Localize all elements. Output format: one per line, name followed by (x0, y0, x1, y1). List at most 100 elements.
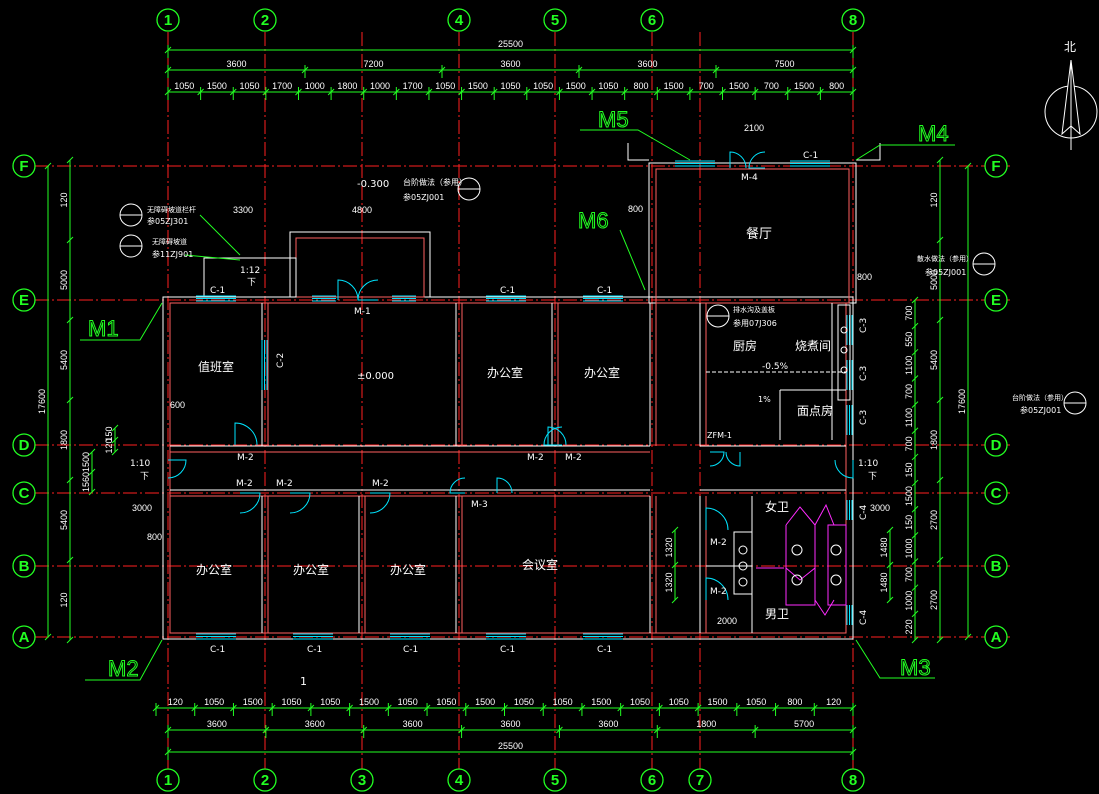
dim-value: 120 (826, 697, 841, 707)
axis-bubble-left-C: C (12, 481, 36, 505)
svg-text:3: 3 (358, 772, 366, 789)
terrace-note: 台阶做法（参用） (403, 177, 467, 187)
svg-text:A: A (19, 629, 30, 646)
axis-bubble-bottom-6: 6 (640, 768, 664, 792)
dim-value: 1100 (904, 356, 914, 375)
win-c4-2: C-4 (859, 609, 869, 625)
dim-value: 1050 (436, 697, 456, 707)
svg-text:D: D (991, 437, 1002, 454)
dim-value: 3600 (500, 59, 520, 69)
dim-value: 5000 (59, 270, 69, 290)
dim-value: 220 (904, 619, 914, 634)
dim-value: 120 (104, 438, 114, 453)
door-m4-label: M-4 (741, 173, 758, 183)
svg-text:7: 7 (696, 772, 704, 789)
axis-bubble-top-8: 8 (841, 8, 865, 32)
dim-800-top: 800 (628, 204, 643, 214)
dim-value: 120 (929, 192, 939, 207)
section-mark: 1 (300, 675, 307, 688)
door-zfm-label: ZFM-1 (707, 431, 732, 440)
axis-bubble-right-C: C (984, 481, 1008, 505)
dim-3000-left: 3000 (132, 503, 152, 513)
dim-value: 25500 (498, 741, 523, 751)
dim-value: 1000 (904, 591, 914, 611)
dim-value: 120 (59, 592, 69, 607)
axis-bubble-left-D: D (12, 433, 36, 457)
dim-value: 1050 (320, 697, 340, 707)
dim-value: 3600 (305, 719, 325, 729)
toilet-fixtures (756, 503, 847, 616)
win-c1-8: C-1 (500, 645, 515, 655)
north-arrow: 北 (1044, 40, 1098, 150)
kitchen-ref: 参用07J306 (733, 318, 777, 328)
dim-3300: 3300 (233, 205, 253, 215)
dim-value: 700 (699, 81, 714, 91)
dim-bottom-total: 25500 (164, 741, 857, 760)
axis-bubble-left-A: A (12, 625, 36, 649)
dim-value: 1050 (514, 697, 534, 707)
dim-value: 1500 (566, 81, 586, 91)
win-c3-2: C-3 (859, 366, 869, 381)
win-c3-1: C-3 (859, 318, 869, 333)
minus-level: -0.300 (357, 179, 389, 190)
axis-bubble-bottom-3: 3 (350, 768, 374, 792)
svg-text:6: 6 (648, 12, 656, 29)
room-office-3: 办公室 (196, 562, 232, 577)
room-office-2: 办公室 (584, 365, 620, 380)
win-c1-6: C-1 (307, 645, 322, 655)
step-down-right: 下 (868, 472, 877, 482)
svg-text:5: 5 (551, 12, 559, 29)
tag-m2: M2 (108, 656, 139, 681)
door-m2-label-2: M-2 (527, 453, 544, 463)
dim-600: 600 (170, 400, 185, 410)
svg-text:5: 5 (551, 772, 559, 789)
dim-value: 7500 (774, 59, 794, 69)
dim-value: 1500 (904, 486, 914, 506)
door-m3-label: M-3 (471, 500, 488, 510)
dim-value: 3600 (403, 719, 423, 729)
dim-value: 25500 (498, 39, 523, 49)
room-office-4: 办公室 (293, 562, 329, 577)
svg-text:1: 1 (164, 12, 172, 29)
door-m2-label-3: M-2 (565, 453, 582, 463)
lobby-level: ±0.000 (357, 371, 394, 382)
door-m2-label-8: M-2 (710, 587, 727, 597)
dim-value: 1800 (337, 81, 357, 91)
dim-value: 1050 (533, 81, 553, 91)
sink-fixtures (733, 304, 851, 595)
dim-value: 1800 (696, 719, 716, 729)
svg-text:B: B (19, 558, 30, 575)
dim-value: 1500 (475, 697, 495, 707)
dim-value: 1500 (81, 452, 91, 472)
dim-value: 150 (904, 515, 914, 530)
axis-bubble-bottom-4: 4 (447, 768, 471, 792)
tag-m4: M4 (918, 121, 949, 146)
svg-text:C: C (19, 485, 30, 502)
railing-ref: 参05ZJ301 (147, 216, 188, 226)
detail-bubbles (119, 177, 1087, 415)
dim-value: 1050 (553, 697, 573, 707)
dim-left-total: 17600 (37, 162, 52, 641)
svg-text:B: B (991, 558, 1002, 575)
annotations: -0.300 台阶做法（参用） 参05ZJ001 无障碍坡道栏杆 参05ZJ30… (130, 123, 1068, 688)
axis-bubble-right-F: F (984, 154, 1008, 178)
dim-value: 3600 (226, 59, 246, 69)
dim-value: 700 (904, 306, 914, 321)
step-ratio-right: 1:10 (858, 459, 878, 469)
svg-text:E: E (19, 292, 29, 309)
win-c1-4: C-1 (803, 151, 818, 161)
dim-value: 1050 (174, 81, 194, 91)
room-male-wc: 男卫 (765, 607, 789, 621)
room-labels: 值班室 ±0.000 办公室 办公室 办公室 办公室 办公室 会议室 厨房 烧煮… (196, 226, 833, 621)
door-swings (167, 151, 854, 601)
axis-bubble-bottom-5: 5 (543, 768, 567, 792)
dim-value: 700 (904, 567, 914, 582)
axis-bubble-right-A: A (984, 625, 1008, 649)
win-c1-9: C-1 (597, 645, 612, 655)
dim-800-left: 800 (147, 532, 162, 542)
dim-value: 1000 (305, 81, 325, 91)
railing-note: 无障碍坡道栏杆 (147, 205, 196, 214)
